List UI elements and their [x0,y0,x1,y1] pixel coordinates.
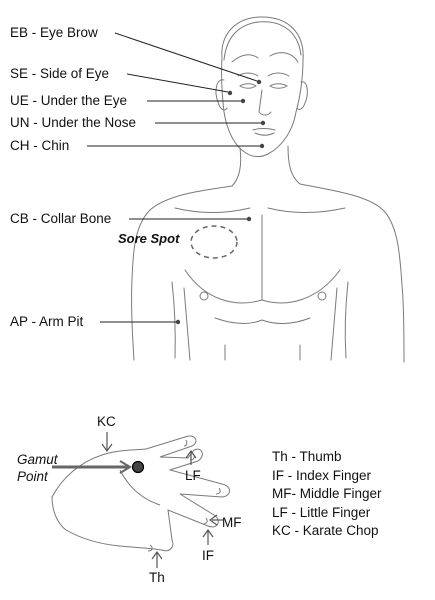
label-side-of-eye: SE - Side of Eye [10,66,110,81]
legend-item: MF- Middle Finger [272,486,382,501]
label-gamut-point: Gamut Point [17,451,58,485]
tapping-point-dots [175,79,266,325]
hand-outline [51,435,230,552]
hand-label-index-finger: IF [202,548,214,563]
legend-item: Th - Thumb [272,449,342,464]
gamut-line-2: Point [17,469,48,484]
label-under-the-eye: UE - Under the Eye [10,93,128,108]
gamut-line-1: Gamut [17,452,58,467]
legend-item: IF - Index Finger [272,467,372,483]
legend-item: KC - Karate Chop [272,523,379,538]
label-under-the-nose: UN - Under the Nose [10,115,137,130]
label-chin: CH - Chin [10,138,70,153]
legend-item: LF - Little Finger [272,504,371,520]
hand-label-middle-finger: MF [222,515,242,530]
label-arm-pit: AP - Arm Pit [10,314,84,329]
label-sore-spot: Sore Spot [118,231,180,246]
hand-label-karate-chop: KC [97,414,116,429]
hand-label-thumb: Th [149,570,165,585]
gamut-point-dot [131,460,145,474]
body-outline [131,16,405,363]
legend: Th - Thumb IF - Index Finger MF- Middle … [272,448,382,541]
hand-arrows [52,432,223,568]
label-collar-bone: CB - Collar Bone [10,211,112,226]
sore-spot-outline [190,225,238,259]
label-eye-brow: EB - Eye Brow [10,25,98,40]
hand-label-little-finger: LF [185,468,201,483]
label-leader-lines [87,32,261,323]
